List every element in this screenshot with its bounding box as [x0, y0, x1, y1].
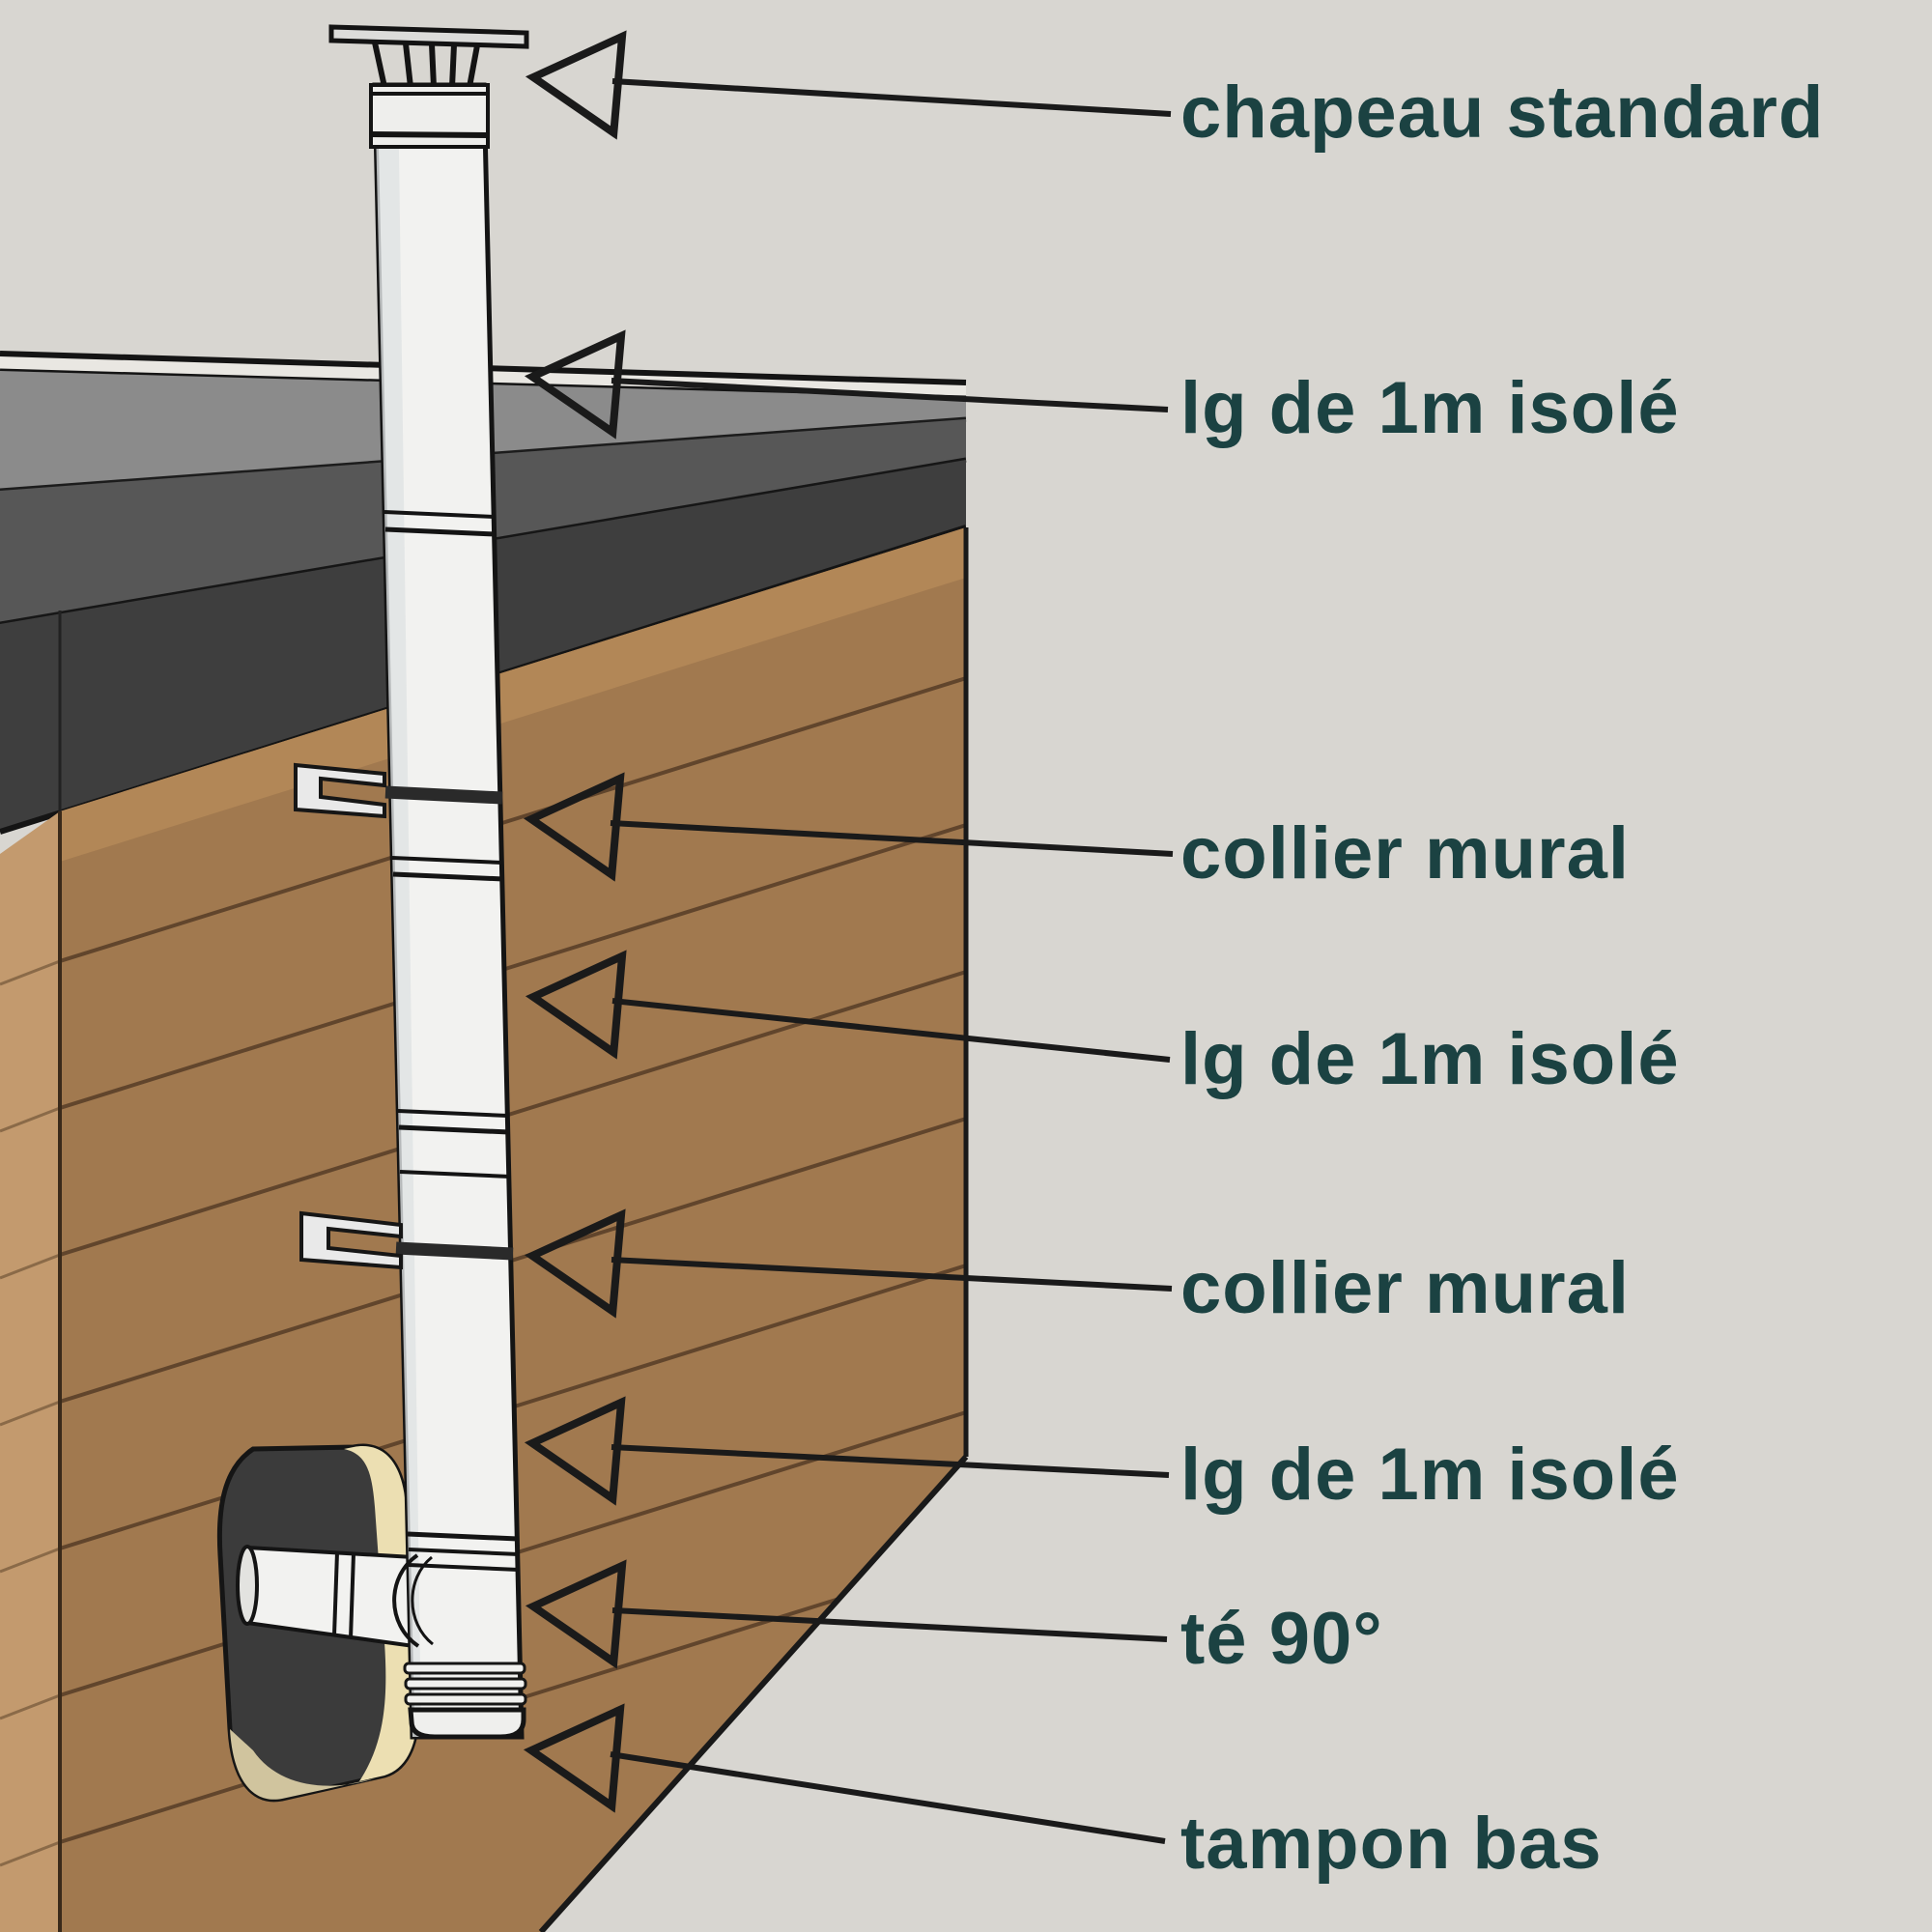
- tee-branch: [236, 1545, 415, 1649]
- pipe-shading: [375, 85, 421, 1737]
- module-joints: [384, 510, 520, 1572]
- cap-struts: [372, 42, 480, 88]
- callout-label-te-90: té 90°: [1180, 1598, 1383, 1680]
- left-face-seams: [0, 959, 60, 1867]
- callout-label-collier-mural-2: collier mural: [1180, 1247, 1630, 1329]
- wall-bracket: [294, 762, 386, 819]
- bottom-plug: [403, 1662, 527, 1740]
- callout-label-collier-mural-1: collier mural: [1180, 812, 1630, 895]
- tee-saddle-seam: [392, 1553, 420, 1648]
- callout-label-lg-1m-isole-3: lg de 1m isolé: [1180, 1434, 1680, 1516]
- callout-label-chapeau-standard: chapeau standard: [1180, 71, 1825, 154]
- rain-cap: [328, 24, 529, 149]
- branch-open-end: [236, 1545, 259, 1626]
- leader-lines: [610, 78, 1174, 1844]
- arrowhead-icon: [523, 30, 627, 1813]
- cap-collar-band: [370, 131, 489, 138]
- opening-cut-face: [344, 1446, 418, 1781]
- wall-left-face: [0, 811, 60, 1932]
- plug-end-cap: [408, 1707, 526, 1740]
- callout-label-tampon-bas: tampon bas: [1180, 1803, 1603, 1885]
- wall-brackets: [294, 762, 403, 1270]
- wall-bracket: [299, 1210, 403, 1270]
- opening-floor: [230, 1729, 375, 1800]
- callout-arrows: [523, 30, 1174, 1844]
- wall-top-lit-board: [60, 527, 966, 862]
- cap-collar: [369, 83, 490, 149]
- callout-label-lg-1m-isole-1: lg de 1m isolé: [1180, 367, 1680, 449]
- flue-pipe: [328, 24, 529, 1740]
- wall-bottom-edge: [538, 1455, 969, 1932]
- branch-joint-line: [332, 1551, 339, 1636]
- collar-band: [384, 785, 503, 805]
- branch-joint-line: [349, 1552, 355, 1639]
- callout-label-lg-1m-isole-2: lg de 1m isolé: [1180, 1018, 1680, 1100]
- collar-band: [395, 1241, 514, 1261]
- cap-plate: [328, 24, 529, 49]
